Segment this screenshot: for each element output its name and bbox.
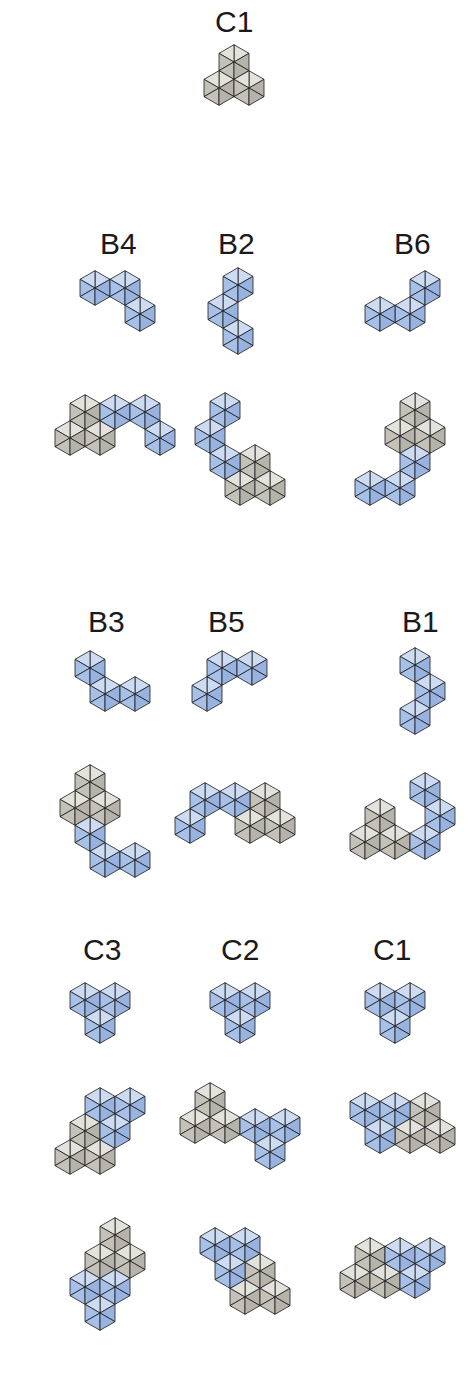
piece-c1 <box>365 983 425 1044</box>
piece-label: C1 <box>215 7 253 37</box>
piece-b3 <box>75 651 150 712</box>
piece-label: B3 <box>88 607 125 637</box>
piece-label: C3 <box>83 935 121 965</box>
piece-label: B6 <box>394 229 431 259</box>
combo-c1-alt <box>340 1238 445 1299</box>
combo-c1 <box>350 1093 455 1154</box>
combo-c2-alt <box>200 1228 290 1315</box>
piece-c1 <box>204 45 264 106</box>
piece-b4 <box>80 271 155 332</box>
piece-b2 <box>208 268 253 355</box>
piece-b6 <box>365 271 440 332</box>
combo-b2 <box>195 393 285 506</box>
combo-b3 <box>60 765 150 878</box>
piece-b5 <box>192 651 267 712</box>
piece-label: C1 <box>373 935 411 965</box>
combo-b4 <box>55 395 175 456</box>
combo-b1 <box>350 773 455 860</box>
combo-b6 <box>355 393 445 506</box>
piece-c2 <box>210 983 270 1044</box>
piece-label: B5 <box>208 607 245 637</box>
piece-label: B2 <box>218 229 255 259</box>
piece-c3 <box>70 983 130 1044</box>
piece-b1 <box>400 648 445 735</box>
combo-b5 <box>175 783 295 844</box>
piece-label: B4 <box>100 229 137 259</box>
combo-c3-alt <box>70 1218 145 1331</box>
combo-c3 <box>55 1088 145 1175</box>
piece-label: C2 <box>221 935 259 965</box>
combo-c2 <box>180 1083 300 1170</box>
piece-label: B1 <box>402 607 439 637</box>
